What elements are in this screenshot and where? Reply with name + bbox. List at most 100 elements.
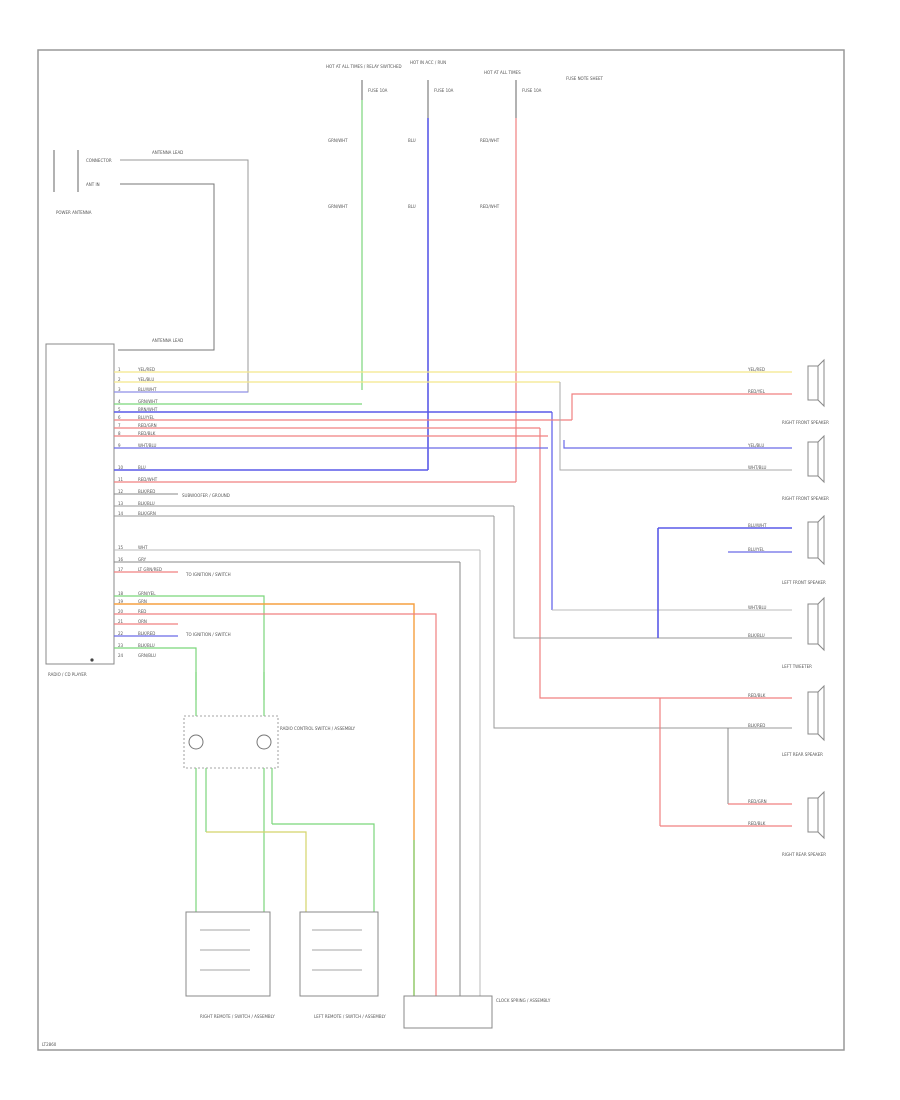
radio-pin-number: 13: [118, 501, 124, 506]
radio-pin-color: RED/WHT: [138, 477, 158, 482]
speaker-wire-label: BLK/RED: [748, 723, 765, 728]
speaker-body: [807, 797, 819, 833]
svg-text:ANTENNA LEAD: ANTENNA LEAD: [152, 338, 183, 343]
radio-pin-color: GRY: [138, 557, 147, 562]
radio-pin-number: 3: [118, 387, 121, 392]
speaker-label: RIGHT FRONT SPEAKER: [782, 420, 829, 425]
speaker-harness: SUBWOOFER / GROUND: [114, 371, 792, 827]
svg-text:LEFT REMOTE / SWITCH / ASSEMBL: LEFT REMOTE / SWITCH / ASSEMBLY: [314, 1014, 386, 1019]
speaker-label: LEFT TWEETER: [782, 664, 812, 669]
right-remote-switch: RIGHT REMOTE / SWITCH / ASSEMBLY: [185, 911, 275, 1019]
speaker-wire-label: RED/YEL: [748, 389, 766, 394]
svg-text:TO IGNITION / SWITCH: TO IGNITION / SWITCH: [185, 632, 231, 637]
svg-text:RADIO / CD PLAYER: RADIO / CD PLAYER: [48, 672, 87, 677]
radio-pin-color: BLK/BLU: [138, 643, 155, 648]
radio-pin-color: RED/GRN: [138, 423, 157, 428]
radio-pin-color: BLK/GRN: [138, 511, 156, 516]
radio-pin-color: BRN/WHT: [138, 407, 158, 412]
svg-text:RADIO CONTROL SWITCH / ASSEMBL: RADIO CONTROL SWITCH / ASSEMBLY: [280, 726, 356, 731]
radio-pin-number: 16: [118, 557, 124, 562]
speaker-cone: [817, 596, 825, 652]
radio-pin-number: 18: [118, 591, 124, 596]
speaker-label: LEFT REAR SPEAKER: [782, 752, 823, 757]
radio-pin-number: 5: [118, 407, 121, 412]
clock-spring: CLOCK SPRING / ASSEMBLY: [403, 995, 551, 1029]
speaker-wire-label: BLU/YEL: [748, 547, 765, 552]
svg-text:BLU: BLU: [408, 138, 416, 143]
radio-pin-color: GRN/WHT: [138, 399, 158, 404]
speaker-cone: [817, 684, 825, 742]
svg-text:FUSE 10A: FUSE 10A: [522, 88, 542, 93]
svg-text:HOT AT ALL TIMES / RELAY SWITC: HOT AT ALL TIMES / RELAY SWITCHED: [326, 64, 402, 69]
radio-pin-color: BLU/YEL: [138, 415, 155, 420]
svg-text:POWER ANTENNA: POWER ANTENNA: [56, 210, 92, 215]
speaker-wire-label: BLU/WHT: [748, 523, 767, 528]
svg-text:FUSE NOTE SHEET: FUSE NOTE SHEET: [566, 76, 604, 81]
radio-pin-color: BLU: [138, 465, 146, 470]
svg-text:GRN/WHT: GRN/WHT: [328, 138, 348, 143]
radio-pin-number: 22: [118, 631, 124, 636]
speaker-wire-label: YEL/BLU: [747, 443, 764, 448]
svg-text:FUSE 10A: FUSE 10A: [368, 88, 388, 93]
svg-text:FUSE 10A: FUSE 10A: [434, 88, 454, 93]
speaker-label: LEFT FRONT SPEAKER: [782, 580, 826, 585]
radio-pin-color: GRN/YEL: [138, 591, 156, 596]
svg-text:SUBWOOFER / GROUND: SUBWOOFER / GROUND: [182, 493, 230, 498]
radio-pin-number: 15: [118, 545, 124, 550]
radio-pin-number: 9: [118, 443, 121, 448]
radio-pin-number: 24: [118, 653, 124, 658]
top-source-relay: HOT AT ALL TIMES / RELAY SWITCHED FUSE 1…: [326, 64, 402, 390]
speaker-cone: [817, 434, 825, 484]
top-source-acc: HOT IN ACC / RUN FUSE 10A BLU BLU: [408, 60, 454, 470]
radio-pin-color: BLU/WHT: [138, 387, 157, 392]
top-source-hot: HOT AT ALL TIMES FUSE 10A RED/WHT RED/WH…: [480, 70, 604, 482]
speaker-wire-label: RED/BLK: [748, 693, 766, 698]
footer-code: LT2860: [42, 1042, 57, 1047]
svg-text:HOT IN ACC / RUN: HOT IN ACC / RUN: [410, 60, 446, 65]
radio-pin-number: 7: [118, 423, 121, 428]
speaker-label: RIGHT REAR SPEAKER: [782, 852, 826, 857]
speaker-cone: [817, 790, 825, 840]
radio-pin-color: BLK/BLU: [138, 501, 155, 506]
speaker-body: [807, 441, 819, 477]
steering-harness: TO IGNITION / SWITCH TO IGNITION / SWITC…: [114, 549, 481, 996]
radio-pin-color: RED: [138, 609, 146, 614]
radio-pin-number: 12: [118, 489, 124, 494]
radio-pin-color: LT GRN/RED: [138, 567, 162, 572]
radio-pin-number: 2: [118, 377, 121, 382]
svg-text:RED/WHT: RED/WHT: [480, 204, 500, 209]
diagram-border: [37, 49, 845, 1051]
radio-pin-color: ORN: [138, 619, 147, 624]
radio-pin-number: 20: [118, 609, 124, 614]
power-antenna: CONNECTOR ANT IN POWER ANTENNA ANTENNA L…: [53, 150, 249, 393]
radio-pin-number: 23: [118, 643, 124, 648]
radio-pin-color: WHT/BLU: [138, 443, 157, 448]
speaker-cone: [817, 514, 825, 566]
speaker-wire-label: WHT/BLU: [748, 465, 767, 470]
svg-text:TO IGNITION / SWITCH: TO IGNITION / SWITCH: [185, 572, 231, 577]
radio-pin-color: BLK/RED: [138, 631, 155, 636]
radio-pin-color: GRN/BLU: [138, 653, 156, 658]
speaker-body: [807, 521, 819, 559]
radio-pin-color: WHT: [138, 545, 148, 550]
svg-text:ANTENNA LEAD: ANTENNA LEAD: [152, 150, 183, 155]
radio-pin-number: 21: [118, 619, 124, 624]
radio-pin-number: 6: [118, 415, 121, 420]
radio-pin-number: 19: [118, 599, 124, 604]
radio-control-switch: RADIO CONTROL SWITCH / ASSEMBLY: [183, 672, 375, 912]
speaker-cone: [817, 358, 825, 408]
radio-pin-color: YEL/RED: [137, 367, 155, 372]
radio-pin-number: 1: [118, 367, 121, 372]
speaker-body: [807, 691, 819, 735]
svg-text:HOT AT ALL TIMES: HOT AT ALL TIMES: [484, 70, 521, 75]
radio-pin-number: 11: [118, 477, 124, 482]
radio-pin-color: RED/BLK: [138, 431, 156, 436]
radio-pin-number: 10: [118, 465, 124, 470]
svg-text:CLOCK SPRING / ASSEMBLY: CLOCK SPRING / ASSEMBLY: [496, 998, 551, 1003]
svg-text:GRN/WHT: GRN/WHT: [328, 204, 348, 209]
